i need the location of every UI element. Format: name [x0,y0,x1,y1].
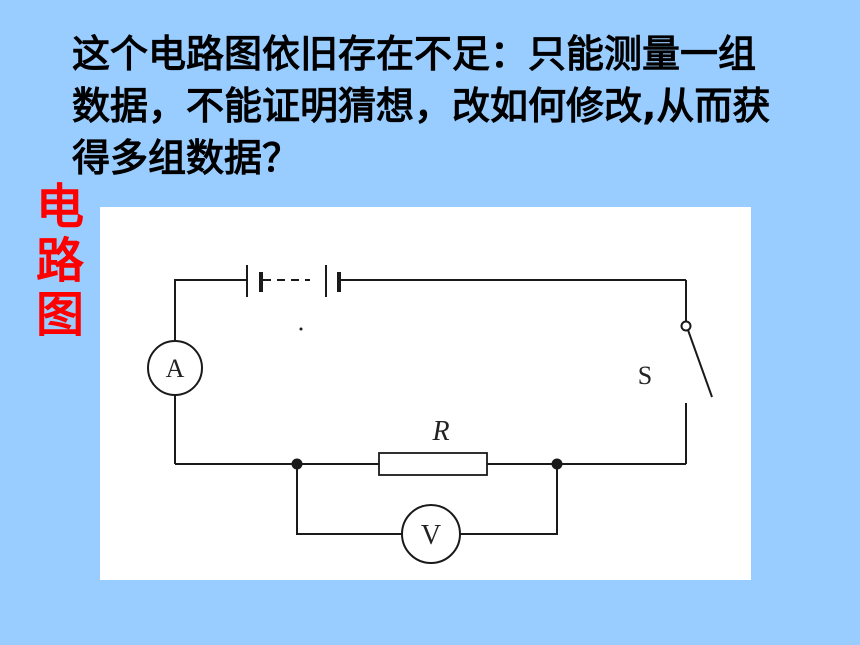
wire-top-left [174,279,247,364]
question-text: 这个电路图依旧存在不足：只能测量一组数据，不能证明猜想，改如何修改,从而获得多组… [72,32,771,180]
junction-left [291,458,303,470]
resistor-label: R [431,416,449,447]
label-char-3: 图 [36,287,85,343]
switch-pivot [680,320,692,332]
label-char-1: 电 [36,179,85,235]
ammeter [147,340,203,396]
voltmeter [401,504,461,564]
voltmeter-wire-left [296,464,402,535]
switch-blade [687,329,713,398]
ammeter-label: A [166,354,185,383]
voltmeter-label: V [421,520,441,551]
junction-right [551,458,563,470]
circuit-diagram-panel: A V R S [100,207,751,580]
resistor [378,452,488,476]
stray-dot [299,327,303,331]
voltmeter-wire-right [460,464,558,535]
switch-label: S [638,361,652,390]
label-char-2: 路 [36,233,85,289]
circuit-diagram-label: 电 路 图 [36,180,92,342]
circuit-diagram: A V R S [147,265,713,564]
